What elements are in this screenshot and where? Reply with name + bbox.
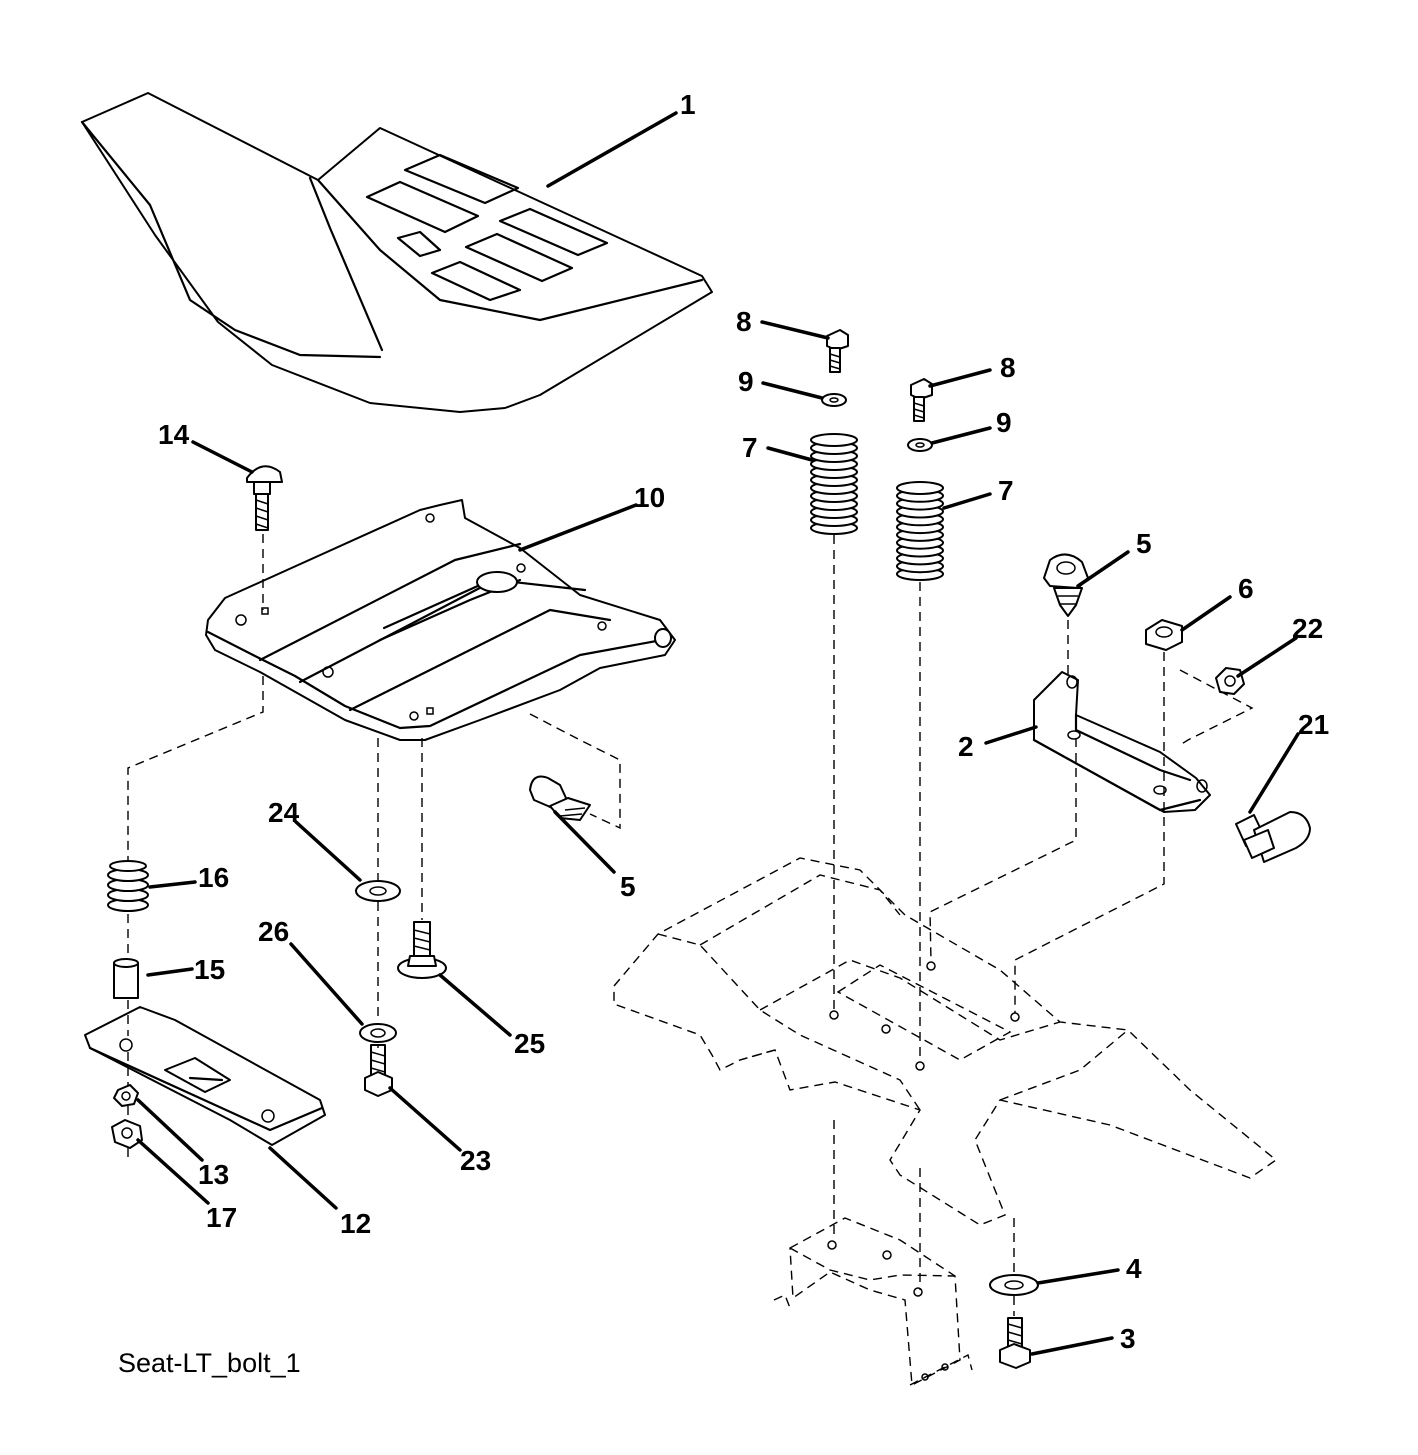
callout-5-right: 5: [1136, 528, 1152, 559]
callout-13: 13: [198, 1159, 229, 1190]
callout-7-right: 7: [998, 475, 1014, 506]
callout-8-left: 8: [736, 306, 752, 337]
callout-1: 1: [680, 89, 696, 120]
carriage-bolt-part: [246, 465, 283, 531]
callout-9-left: 9: [738, 366, 754, 397]
wire-clip-left-part: [529, 775, 591, 821]
washer-4-part: [989, 1274, 1039, 1296]
lock-washer-26-part: [359, 1023, 397, 1043]
callout-26: 26: [258, 916, 289, 947]
leader-lines: [136, 111, 1300, 1356]
nut-13-part: [113, 1084, 139, 1107]
spring-7-right-part: [896, 481, 944, 581]
callout-6: 6: [1238, 573, 1254, 604]
small-spring-part: [107, 860, 149, 912]
callout-9-right: 9: [996, 407, 1012, 438]
washer-9-left-part: [821, 393, 847, 407]
callout-12: 12: [340, 1208, 371, 1239]
callout-24: 24: [268, 797, 300, 828]
wire-clip-right-part: [1043, 553, 1089, 617]
callout-2: 2: [958, 731, 974, 762]
callout-23: 23: [460, 1145, 491, 1176]
tractor-frame-phantom: [613, 857, 1278, 1387]
callout-3: 3: [1120, 1323, 1136, 1354]
bolt-8-left-part: [826, 329, 849, 373]
shoulder-bolt-21-part: [1235, 811, 1311, 863]
bolt-23-part: [364, 1044, 393, 1097]
nut-22-part: [1215, 667, 1245, 695]
nut-17-part: [111, 1119, 143, 1149]
callout-labels: 1 10 14 16 15 13 17 12 24 26 23 25 5 8 9…: [158, 89, 1329, 1354]
washer-9-right-part: [907, 438, 933, 452]
bolt-8-right-part: [910, 378, 933, 422]
callout-21: 21: [1298, 709, 1329, 740]
callout-7-left: 7: [742, 432, 758, 463]
washer-24-part: [355, 880, 401, 902]
flange-bolt-25-part: [397, 921, 447, 979]
assembly-lines: [127, 534, 1254, 1316]
callout-4: 4: [1126, 1253, 1142, 1284]
seat-part: [80, 92, 713, 413]
spacer-part: [113, 958, 139, 999]
seat-pan-part: [205, 499, 676, 741]
callout-10: 10: [634, 482, 665, 513]
diagram-caption: Seat-LT_bolt_1: [118, 1348, 301, 1378]
callout-15: 15: [194, 954, 225, 985]
callout-14: 14: [158, 419, 190, 450]
callout-16: 16: [198, 862, 229, 893]
bracket-plate-part: [84, 1006, 326, 1146]
callout-8-right: 8: [1000, 352, 1016, 383]
nut-6-part: [1145, 619, 1183, 651]
callout-17: 17: [206, 1202, 237, 1233]
callout-5-left: 5: [620, 871, 636, 902]
l-bracket-part: [1032, 671, 1211, 813]
callout-25: 25: [514, 1028, 545, 1059]
spring-7-left-part: [810, 433, 858, 535]
callout-22: 22: [1292, 613, 1323, 644]
bolt-3-part: [999, 1317, 1031, 1369]
